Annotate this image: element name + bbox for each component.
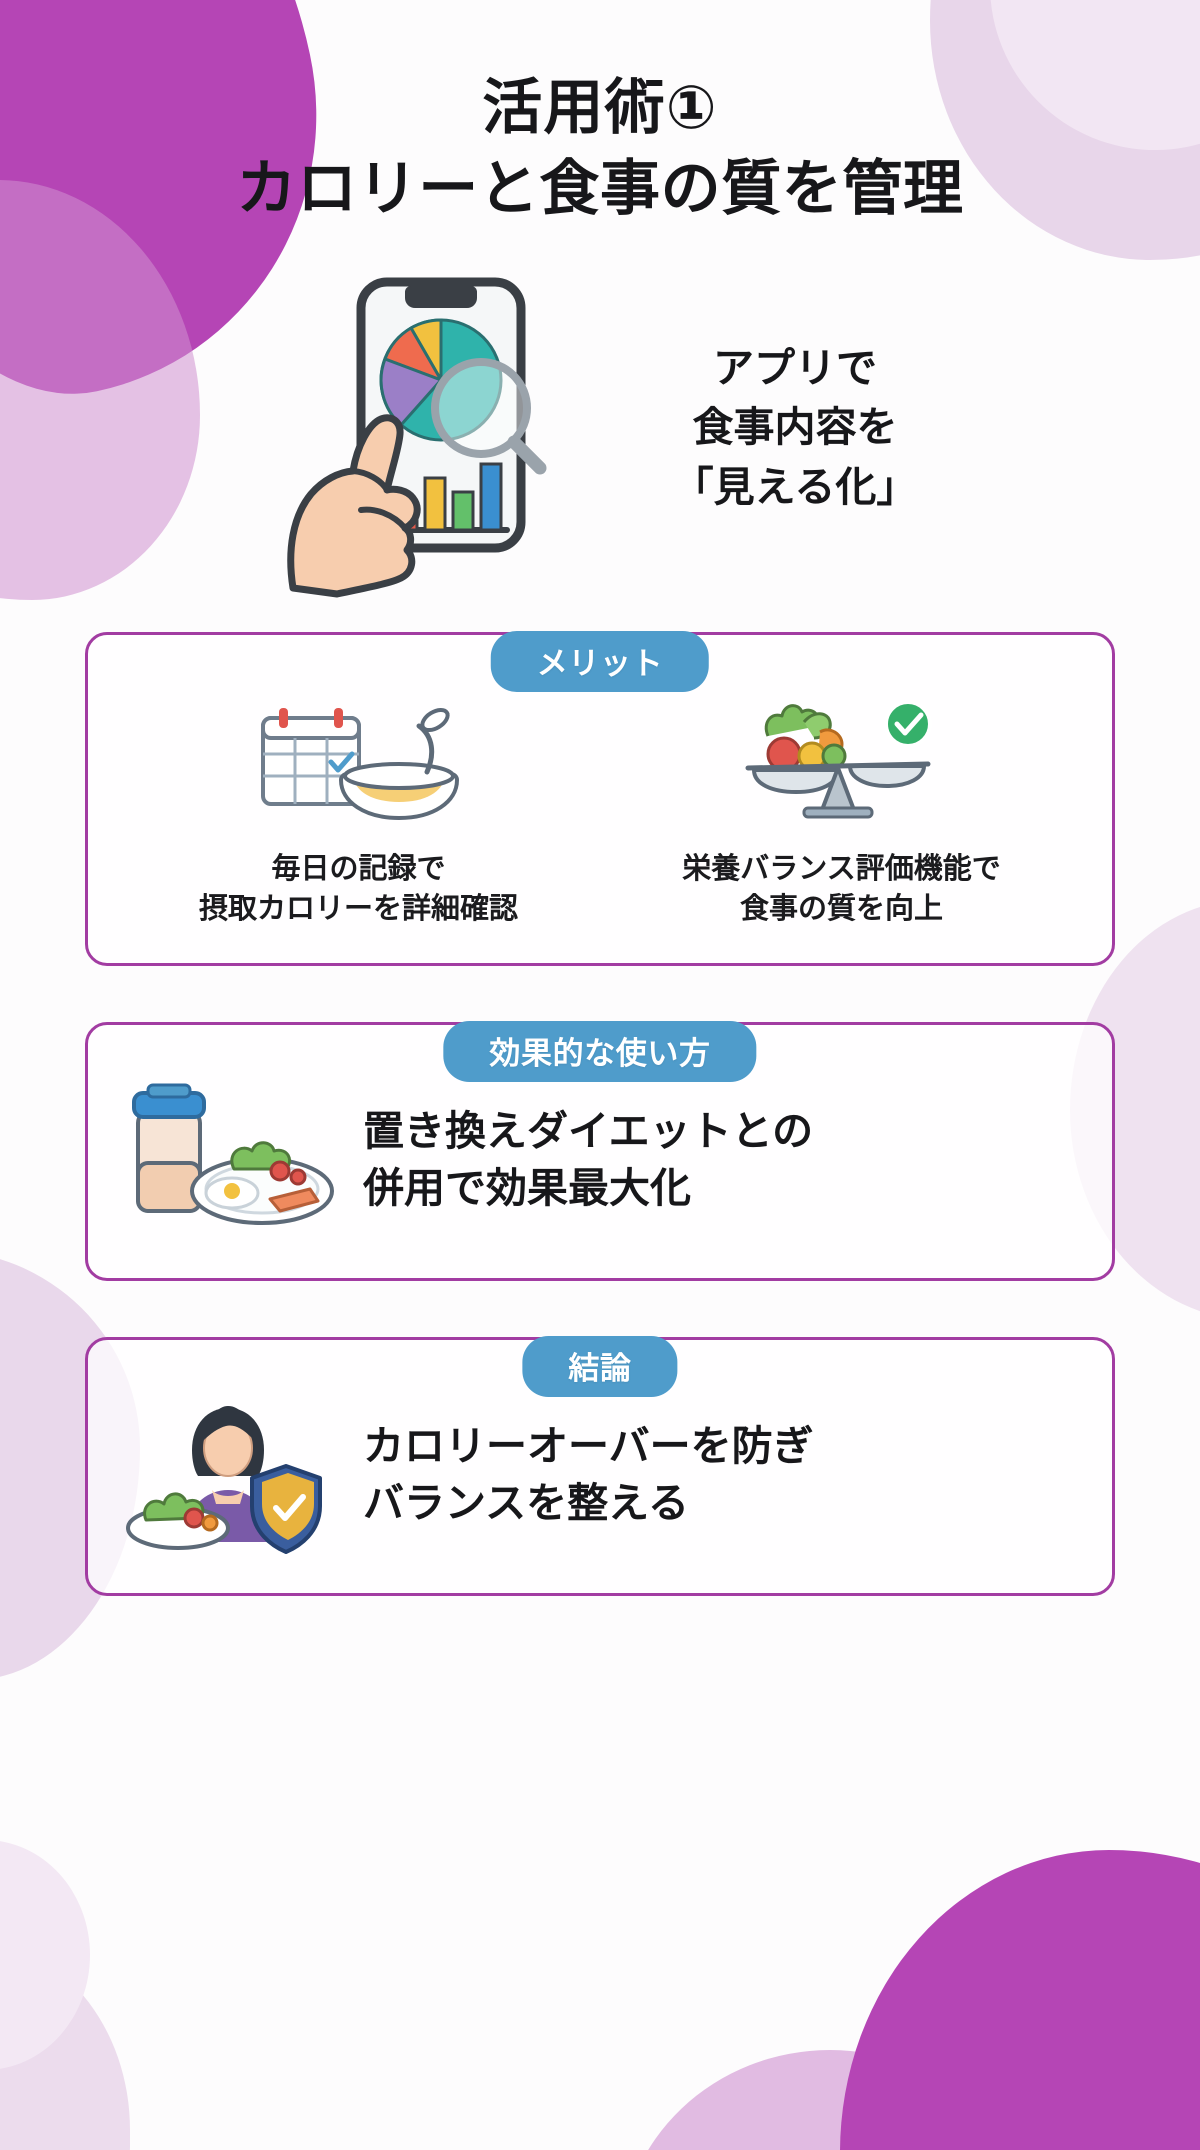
merit-item-1-line-1: 毎日の記録で — [271, 852, 446, 885]
effective-use-line-2: 併用で効果最大化 — [363, 1164, 691, 1211]
decor-blob-bottom-left-inner — [0, 1840, 90, 2070]
title-line-2: カロリーと食事の質を管理 — [236, 154, 964, 222]
merit-item-2-label: 栄養バランス評価機能で 食事の質を向上 — [607, 849, 1076, 929]
balance-scale-vegetables-check-icon — [607, 691, 1076, 831]
hand-holding-phone-with-charts-and-magnifier-icon — [235, 258, 595, 598]
merit-item-1-label: 毎日の記録で 摂取カロリーを詳細確認 — [124, 849, 593, 929]
calendar-and-bowl-icon — [124, 691, 593, 831]
section-conclusion: 結論 — [85, 1336, 1115, 1597]
page-title: 活用術① カロリーと食事の質を管理 — [0, 0, 1200, 222]
hero-caption: アプリで 食事内容を 「見える化」 — [625, 339, 965, 517]
conclusion-line-2: バランスを整える — [363, 1479, 689, 1526]
merit-item-2-line-1: 栄養バランス評価機能で — [682, 852, 1001, 885]
badge-effective-use: 効果的な使い方 — [443, 1021, 757, 1083]
hero-caption-line-2: 食事内容を — [692, 404, 898, 451]
section-effective-use: 効果的な使い方 — [85, 1021, 1115, 1282]
decor-blob-bottom-left — [0, 1940, 130, 2150]
hand-icon — [287, 414, 421, 598]
decor-blob-bottom-right — [840, 1850, 1200, 2150]
woman-with-salad-and-shield-icon — [122, 1392, 337, 1557]
effective-use-text: 置き換えダイエットとの 併用で効果最大化 — [363, 1103, 1078, 1216]
hero-section: アプリで 食事内容を 「見える化」 — [0, 258, 1200, 598]
title-line-1: 活用術① — [482, 74, 718, 141]
merit-item-2-line-2: 食事の質を向上 — [739, 893, 943, 925]
merit-item-2: 栄養バランス評価機能で 食事の質を向上 — [607, 691, 1076, 929]
merit-item-1: 毎日の記録で 摂取カロリーを詳細確認 — [124, 691, 593, 929]
magnifier-icon — [431, 357, 547, 475]
conclusion-line-1: カロリーオーバーを防ぎ — [363, 1422, 814, 1469]
hero-caption-line-3: 「見える化」 — [672, 463, 918, 510]
badge-merit: メリット — [490, 630, 710, 692]
effective-use-line-1: 置き換えダイエットとの — [363, 1107, 814, 1154]
conclusion-text: カロリーオーバーを防ぎ バランスを整える — [363, 1418, 1078, 1531]
merit-item-1-line-2: 摂取カロリーを詳細確認 — [198, 893, 518, 925]
badge-conclusion: 結論 — [522, 1336, 678, 1398]
section-merit: メリット — [85, 630, 1115, 967]
hero-caption-line-1: アプリで — [713, 344, 877, 391]
poster-content: 活用術① カロリーと食事の質を管理 — [0, 0, 1200, 1597]
shaker-bottle-and-meal-plate-icon — [122, 1077, 337, 1242]
decor-blob-bottom-right-inner — [620, 2050, 1040, 2150]
